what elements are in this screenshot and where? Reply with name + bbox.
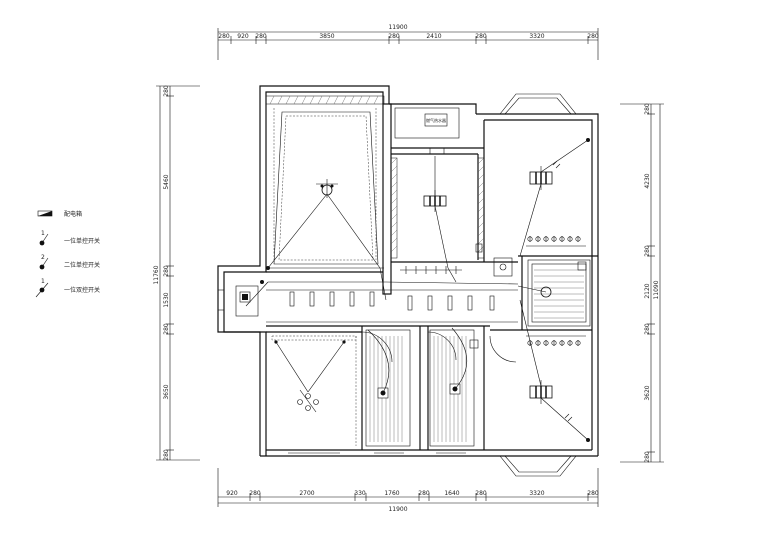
bottom-dim-2: 280	[249, 490, 261, 497]
double-switch-icon	[39, 264, 45, 270]
corridor-tile-row	[400, 266, 462, 274]
right-dim-7: 280	[644, 451, 651, 463]
bedroom-top	[519, 138, 590, 257]
bay-window-top	[499, 93, 577, 115]
bathroom-left	[365, 329, 411, 447]
bottom-dim-5: 1760	[384, 490, 399, 497]
left-dim-3: 280	[163, 265, 170, 277]
right-dimension-chain: 11090 280 4230 280 2120 280 3620 280	[620, 103, 664, 463]
left-dimension-chain: 11760 280 5460 280 1530 280 3650 280	[153, 85, 200, 461]
top-dim-4: 3850	[319, 33, 334, 40]
top-dim-9: 280	[587, 33, 599, 40]
legend-item-two-way-switch: 1 一位双控开关	[35, 278, 100, 298]
top-dim-7: 280	[475, 33, 487, 40]
right-total-dim: 11090	[653, 280, 660, 299]
corridor	[266, 243, 519, 323]
top-dim-2: 920	[237, 33, 249, 40]
kitchen-lamp-icon	[540, 286, 552, 298]
bathroom-right	[429, 327, 479, 447]
bottom-dimension-chain: 920 280 2700 330 1760 280 1640 280 3320 …	[217, 468, 599, 513]
top-dim-1: 280	[218, 33, 230, 40]
legend-mark-single-switch: 1	[41, 230, 45, 237]
right-dim-4: 2120	[644, 283, 651, 298]
ceiling-lamp-icon	[529, 166, 553, 190]
right-dim-5: 280	[644, 323, 651, 335]
bottom-dim-1: 920	[226, 490, 238, 497]
bedroom-bottom-left	[271, 335, 357, 446]
bedroom-bottom	[519, 299, 590, 442]
right-dim-6: 3620	[644, 385, 651, 400]
distribution-box-icon	[493, 257, 513, 277]
bottom-dim-8: 280	[475, 490, 487, 497]
outer-walls	[217, 85, 599, 457]
left-dim-7: 280	[163, 449, 170, 461]
legend-item-double-switch: 2 二位单控开关	[39, 254, 100, 270]
windows	[218, 289, 466, 454]
water-heater-label: 燃气热水器	[426, 117, 446, 123]
bottom-total-dim: 11900	[388, 506, 407, 513]
legend-label-distribution-box: 配电箱	[64, 210, 82, 218]
middle-room	[423, 156, 449, 269]
right-dim-3: 280	[644, 245, 651, 257]
door-swings	[361, 331, 517, 363]
top-total-dim: 11900	[388, 24, 407, 31]
top-dim-5: 280	[388, 33, 400, 40]
left-dim-1: 280	[163, 85, 170, 97]
legend-item-single-switch: 1 一位单控开关	[39, 230, 100, 246]
water-heater-room: 燃气热水器	[394, 107, 460, 155]
bottom-dim-4: 330	[354, 490, 366, 497]
bottom-dim-3: 2700	[299, 490, 314, 497]
left-dim-5: 280	[163, 323, 170, 335]
top-dim-3: 280	[255, 33, 267, 40]
legend-mark-double-switch: 2	[41, 254, 45, 261]
right-dim-1: 280	[644, 103, 651, 115]
two-way-switch-icon	[39, 287, 45, 293]
legend-label-single-switch: 一位单控开关	[64, 237, 100, 245]
ceiling-lamp-icon	[297, 389, 319, 413]
legend-mark-two-way-switch: 1	[41, 278, 45, 285]
entrance	[235, 266, 270, 317]
legend: 配电箱 1 一位单控开关 2 二位单控开关 1 一位双控开关	[35, 210, 100, 298]
wardrobe-hangers	[526, 335, 586, 346]
right-dim-2: 4230	[644, 173, 651, 188]
left-total-dim: 11760	[153, 265, 160, 284]
single-switch-icon	[39, 240, 45, 246]
top-dim-6: 2410	[426, 33, 441, 40]
ceiling-lamp-icon	[529, 380, 553, 404]
left-dim-4: 1530	[163, 292, 170, 307]
top-dim-8: 3320	[529, 33, 544, 40]
bottom-dim-9: 3320	[529, 490, 544, 497]
left-dim-2: 5460	[163, 174, 170, 189]
corridor-downlights	[289, 291, 495, 311]
ceiling-lamp-icon	[316, 179, 338, 198]
bottom-dim-6: 280	[418, 490, 430, 497]
bay-window-bottom	[499, 455, 577, 477]
top-dimension-chain: 11900 280 920 280 3850 280 2410 280 3320…	[217, 24, 599, 60]
legend-item-distribution-box: 配电箱	[37, 210, 82, 218]
hatched-walls	[265, 95, 485, 259]
legend-label-double-switch: 二位单控开关	[64, 261, 100, 269]
legend-label-two-way-switch: 一位双控开关	[64, 286, 100, 294]
bottom-dim-10: 280	[587, 490, 599, 497]
bottom-dim-7: 1640	[444, 490, 459, 497]
left-dim-6: 3650	[163, 384, 170, 399]
kitchen	[517, 259, 591, 327]
wardrobe-hangers	[526, 236, 586, 247]
living-room-ceiling	[267, 108, 384, 269]
